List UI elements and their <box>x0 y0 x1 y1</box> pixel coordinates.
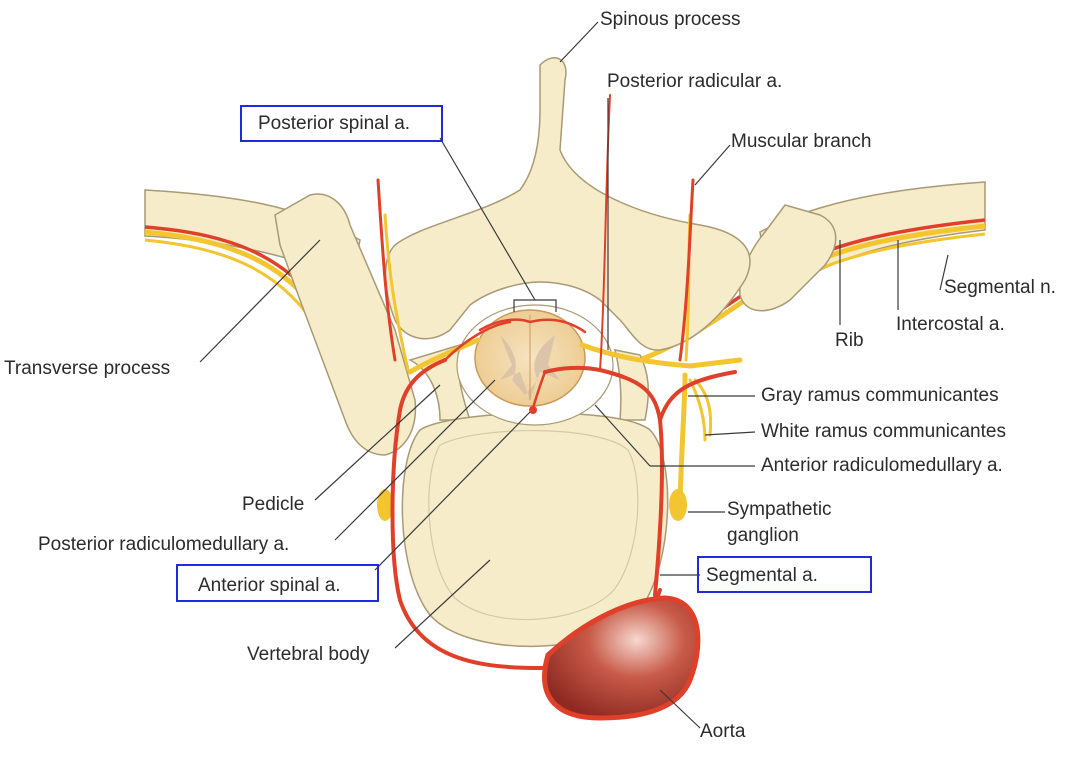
label-posterior-radicular-artery: Posterior radicular a. <box>607 71 783 92</box>
anterior-spinal-artery-dot <box>529 406 537 414</box>
label-spinous-process: Spinous process <box>600 9 741 30</box>
label-rib: Rib <box>835 330 864 351</box>
label-posterior-radiculomedullary-artery: Posterior radiculomedullary a. <box>38 534 290 555</box>
label-segmental-nerve: Segmental n. <box>944 277 1056 298</box>
leader-lines <box>199 21 949 729</box>
label-pedicle: Pedicle <box>242 494 305 515</box>
highlight-box-posterior-spinal <box>240 105 443 142</box>
vertebral-arch <box>384 57 751 351</box>
right-transverse-process <box>739 204 837 312</box>
left-sympathetic-ganglion-shape <box>377 489 393 521</box>
highlight-box-segmental-artery <box>697 556 872 593</box>
label-gray-ramus: Gray ramus communicantes <box>761 385 999 406</box>
highlight-box-anterior-spinal <box>176 564 379 602</box>
left-transverse-process <box>274 193 417 456</box>
label-segmental-artery: Segmental a. <box>706 565 818 586</box>
aorta-shape <box>542 595 701 721</box>
label-muscular-branch: Muscular branch <box>731 131 872 152</box>
spinal-cord <box>474 309 586 407</box>
label-anterior-spinal-artery: Anterior spinal a. <box>198 575 341 596</box>
label-intercostal-artery: Intercostal a. <box>896 314 1005 335</box>
label-transverse-process: Transverse process <box>4 358 171 379</box>
label-sympathetic-ganglion-line2: ganglion <box>727 525 799 546</box>
sympathetic-ganglion-shape <box>669 489 687 521</box>
label-aorta: Aorta <box>700 721 746 742</box>
label-sympathetic-ganglion-line1: Sympathetic <box>727 499 832 520</box>
label-anterior-radiculomedullary-artery: Anterior radiculomedullary a. <box>761 455 1003 476</box>
label-white-ramus: White ramus communicantes <box>761 421 1006 442</box>
label-posterior-spinal-artery: Posterior spinal a. <box>258 113 411 134</box>
label-vertebral-body: Vertebral body <box>247 644 370 665</box>
